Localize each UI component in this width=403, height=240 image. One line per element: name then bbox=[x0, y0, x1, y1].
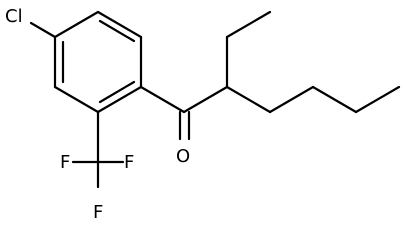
bond-ring-inner-1 bbox=[98, 19, 136, 43]
bond-carbonyl-ch bbox=[182, 85, 229, 114]
bond-butyl-2 bbox=[268, 85, 315, 114]
atom-fluorine-left: F bbox=[60, 152, 70, 173]
atom-chlorine: Cl bbox=[5, 6, 23, 27]
bond-butyl-3 bbox=[311, 85, 358, 114]
atom-fluorine-right: F bbox=[124, 152, 134, 173]
bond-ring-inner-2 bbox=[98, 80, 136, 104]
atom-oxygen: O bbox=[176, 146, 190, 167]
bond-ethyl-ch3 bbox=[225, 10, 272, 39]
bond-ring-c4-c5 bbox=[53, 85, 100, 114]
atom-fluorine-bottom: F bbox=[93, 202, 103, 223]
structure-drawing: Cl O F F F bbox=[5, 6, 401, 223]
bond-ring-c6-c1 bbox=[53, 10, 100, 39]
bond-ring-c3-c4 bbox=[96, 85, 143, 114]
bond-c-cl bbox=[29, 21, 57, 39]
bond-butyl-4 bbox=[354, 85, 401, 114]
bond-butyl-1 bbox=[225, 85, 272, 114]
molecule-canvas: Cl O F F F bbox=[5, 6, 401, 223]
bond-ring-carbonyl bbox=[139, 85, 186, 114]
bond-ring-c1-c2 bbox=[96, 10, 143, 39]
